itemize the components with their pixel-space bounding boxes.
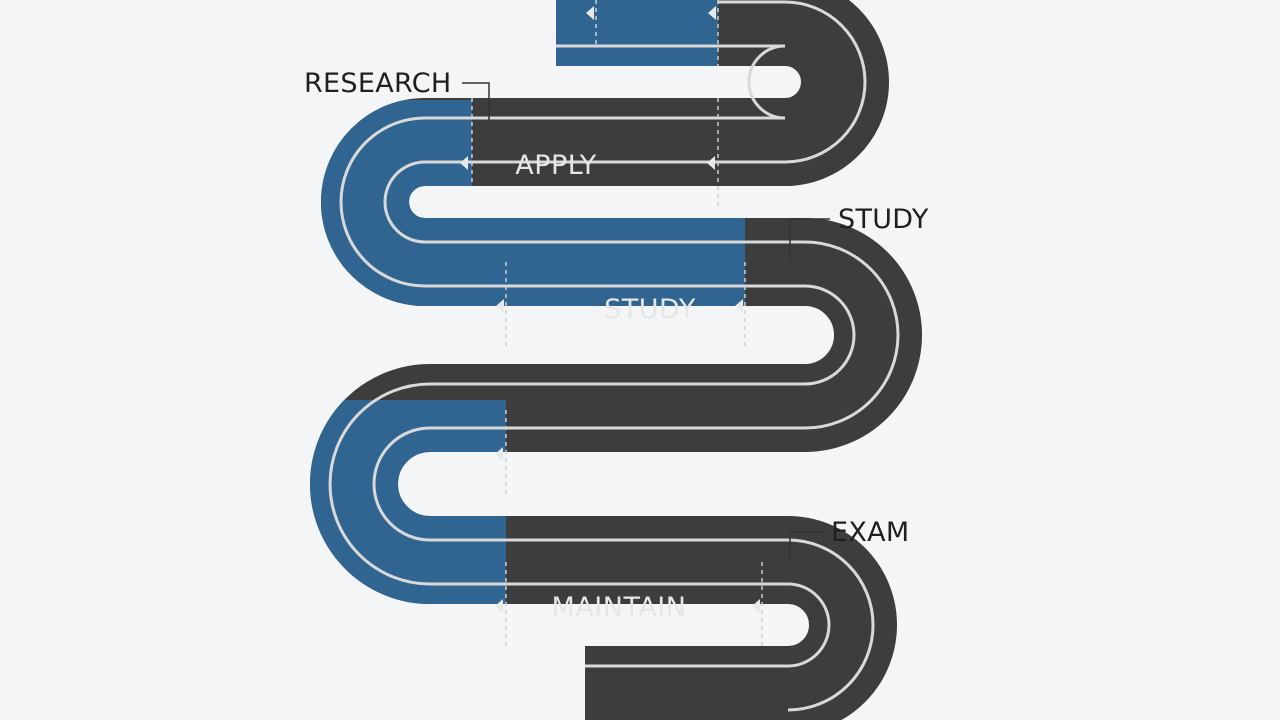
arrow-left-icon [708, 6, 716, 20]
arrow-left-icon [752, 599, 760, 613]
callout-leader-line [462, 82, 490, 120]
callout-label-research: RESEARCH [304, 68, 451, 99]
road-blue-segment-study [321, 200, 745, 306]
arrow-left-icon [495, 447, 503, 461]
callout-study: STUDY [789, 204, 929, 262]
road-blue-segment-left-lower [310, 400, 506, 604]
arrow-left-icon [707, 156, 715, 170]
segment-dividers [471, 0, 763, 650]
callout-label-study: STUDY [838, 204, 929, 235]
road-label-apply: APPLY [515, 150, 596, 181]
arrow-left-icon [460, 156, 468, 170]
road-label-maintain: MAINTAIN [552, 592, 687, 623]
road-asphalt [310, 0, 922, 720]
road-blue-segment-left-upper [321, 100, 472, 220]
callout-leader-line [789, 218, 830, 262]
callout-leader-line [789, 531, 824, 560]
callout-research: RESEARCH [304, 68, 490, 120]
lane-line-inner [372, 0, 900, 712]
arrow-left-icon [496, 299, 504, 313]
road [310, 0, 922, 720]
road-label-study: STUDY [604, 294, 696, 325]
arrow-left-icon [495, 599, 503, 613]
arrow-left-icon [735, 299, 743, 313]
arrow-left-icon [586, 6, 594, 20]
lane-line-outer [328, 44, 856, 668]
callout-exam: EXAM [789, 517, 910, 560]
callout-label-exam: EXAM [831, 517, 910, 548]
direction-arrows [460, 6, 760, 613]
